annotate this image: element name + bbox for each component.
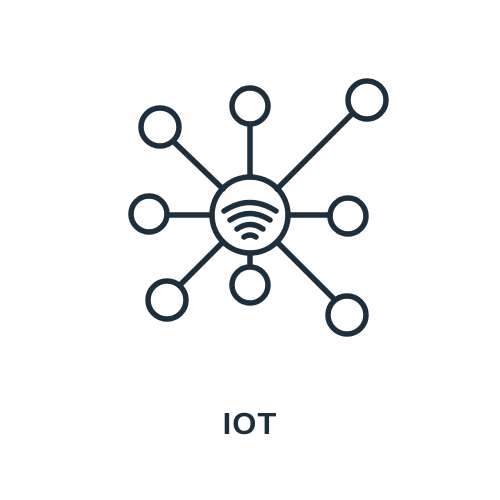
node-left	[128, 193, 170, 235]
wifi-arc-small	[241, 232, 259, 240]
connector-line-top-left	[172, 140, 226, 192]
node-bottom-right	[325, 293, 369, 337]
node-right	[327, 195, 369, 237]
node-top-right	[345, 78, 389, 122]
wifi-arc-middle	[227, 210, 273, 223]
node-top	[229, 85, 271, 127]
hub-node	[209, 174, 291, 256]
wifi-arc-inner	[234, 221, 266, 232]
connector-line-top-right	[274, 110, 356, 192]
node-bottom-left	[145, 278, 189, 322]
node-top-left	[138, 105, 182, 149]
wifi-arc-outer	[221, 199, 279, 214]
connector-line-bottom-right	[274, 239, 336, 301]
icon-caption: IOT	[222, 406, 278, 441]
connector-line-bottom-left	[177, 239, 226, 288]
node-bottom	[229, 264, 271, 306]
